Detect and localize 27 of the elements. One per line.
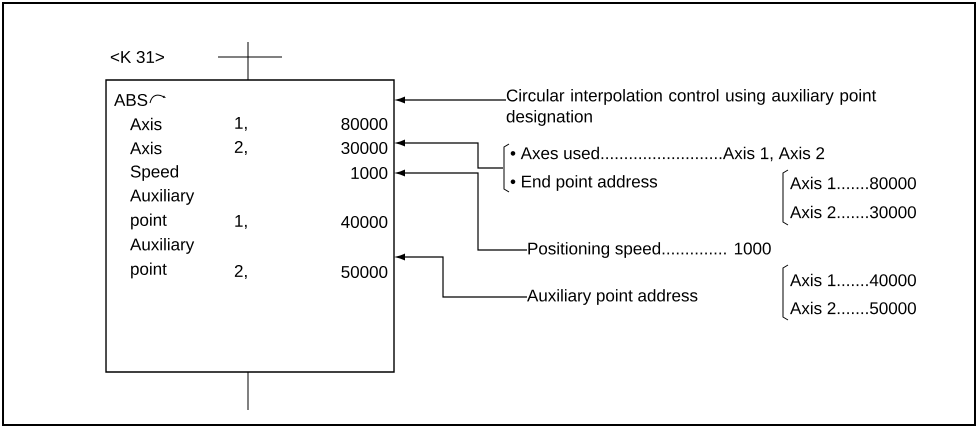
cell-text: ABS (114, 94, 148, 106)
description-text: Positioning speed.............. 1000 (528, 242, 771, 258)
cell-text: Axis (130, 118, 162, 130)
value-text: Axis 1.......80000 (790, 176, 916, 190)
value-text: Axis 2.......50000 (790, 302, 916, 314)
value-text: <K 31> (110, 50, 164, 64)
cell-text: Axis (130, 142, 162, 154)
cell-text: 1, (235, 117, 247, 131)
cell-text: Auxiliary point (130, 189, 194, 230)
cell-text: Speed (130, 165, 178, 181)
value-text: Axis 1.......40000 (790, 274, 916, 286)
description-text: Circular interpolation control using auxiliary point designation (506, 89, 876, 126)
leader-arrow (396, 140, 503, 169)
cell-text: 30000 (341, 142, 388, 154)
cell-text: Auxiliary point (130, 238, 194, 278)
value-text: Axis 2.......30000 (790, 206, 916, 218)
description-text: Auxiliary point address (527, 289, 698, 305)
cell-text: 1, (235, 215, 247, 229)
cell-text: 80000 (341, 118, 388, 130)
cell-text: 50000 (341, 266, 388, 278)
leader-arrow (396, 170, 527, 251)
leader-arrow (396, 96, 506, 104)
cell-text: 1000 (352, 166, 388, 180)
cell-text: 2, (234, 140, 247, 156)
cell-text: 40000 (341, 216, 388, 228)
leader-arrow (396, 254, 527, 298)
cell-text: 2, (234, 264, 247, 280)
